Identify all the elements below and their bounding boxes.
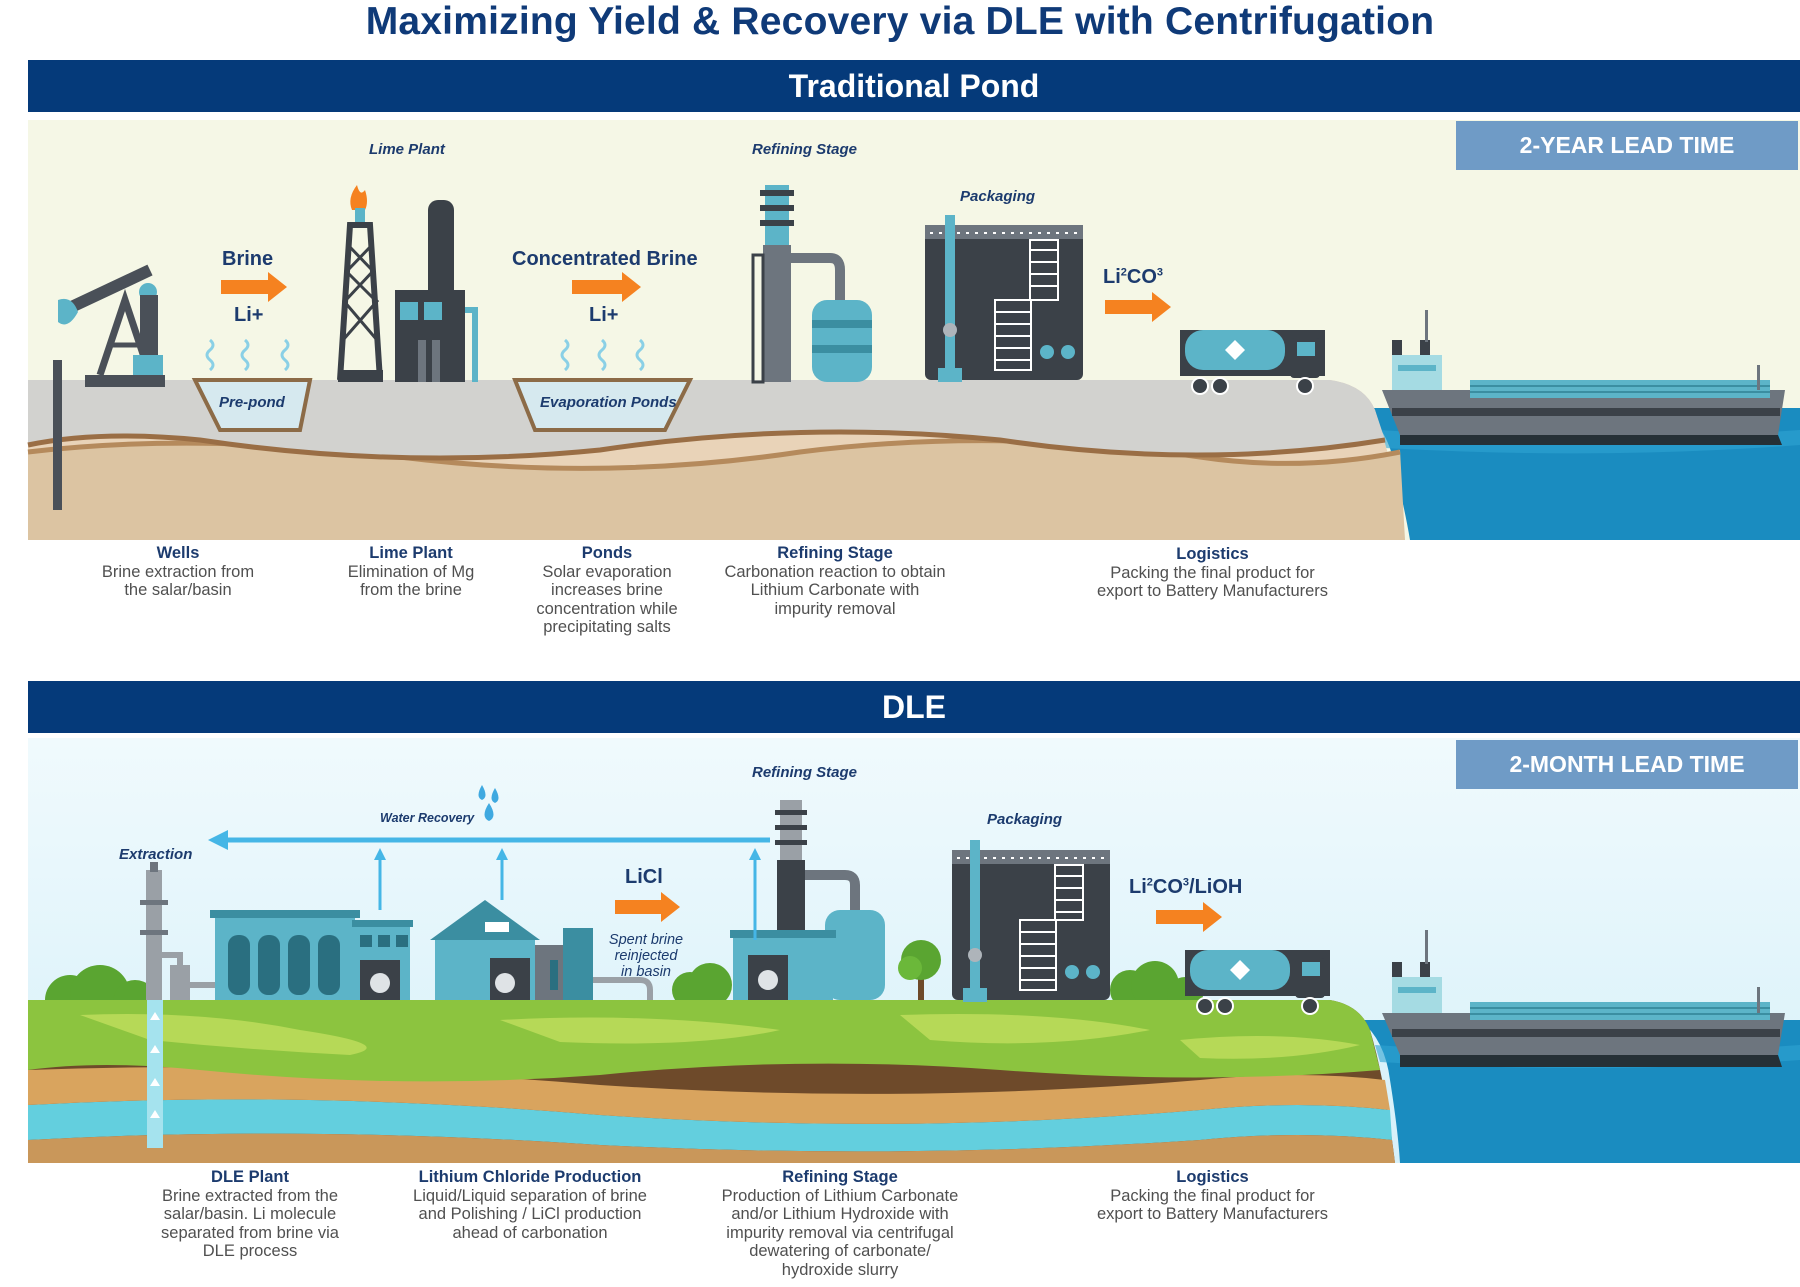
dle-product-label: Li2CO3/LiOH [1129, 876, 1243, 898]
product-label: Li2CO3 [1103, 266, 1164, 288]
tree-icon [898, 940, 941, 1000]
water-recovery-label: Water Recovery [380, 811, 475, 825]
caption-dle-plant: DLE Plant Brine extracted from the salar… [161, 1168, 339, 1260]
aquifer-layer [28, 1099, 1392, 1152]
lime-plant-label: Lime Plant [369, 141, 445, 158]
flow-arrow-icon [615, 892, 1222, 932]
licl-plant-icon [430, 900, 593, 1000]
cargo-ship-icon [1382, 310, 1785, 445]
brine-label: Brine [222, 248, 274, 270]
storage-tank-icon [925, 215, 1083, 382]
extraction-tower-icon [140, 862, 190, 1000]
water-recovery-arrow-icon [208, 830, 770, 940]
caption-refining: Refining Stage Carbonation reaction to o… [724, 544, 946, 618]
tanker-truck-icon [1185, 950, 1330, 1015]
packaging-label: Packaging [960, 188, 1036, 205]
evaporation-ponds-label: Evaporation Ponds [540, 394, 677, 411]
caption-licl-production: Lithium Chloride Production Liquid/Liqui… [413, 1168, 647, 1242]
tanker-truck-icon [1180, 330, 1325, 395]
concentrated-brine-label: Concentrated Brine [512, 248, 698, 270]
flow-arrow-icon [221, 272, 1171, 322]
evaporation-pond [512, 378, 694, 432]
pre-pond-label: Pre-pond [219, 394, 285, 411]
li-ion-label-2: Li+ [589, 304, 619, 326]
caption-lime-plant: Lime Plant Elimination of Mg from the br… [347, 544, 475, 599]
pumpjack-icon [58, 264, 165, 387]
refinery-icon [730, 800, 885, 1000]
water-drop-icon [478, 785, 499, 821]
caption-wells: Wells Brine extraction from the salar/ba… [101, 544, 255, 599]
caption-ponds: Ponds Solar evaporation increases brine … [536, 544, 678, 636]
page-title: Maximizing Yield & Recovery via DLE with… [365, 0, 1435, 43]
pre-pond [191, 378, 313, 432]
extraction-label: Extraction [119, 846, 193, 863]
steam-icon [205, 338, 645, 372]
dle-packaging-label: Packaging [987, 811, 1063, 828]
gravel-layer [28, 380, 1385, 458]
traditional-pond-header: Traditional Pond [28, 60, 1800, 112]
refinery-icon [751, 185, 872, 384]
extraction-pipe [147, 1000, 163, 1148]
cargo-ship-icon [1382, 930, 1785, 1067]
storage-tank-icon [952, 840, 1110, 1002]
caption-dle-logistics: Logistics Packing the final product for … [1096, 1168, 1329, 1223]
dle-lead-time-badge: 2-MONTH LEAD TIME [1456, 740, 1798, 789]
caption-dle-refining: Refining Stage Production of Lithium Car… [721, 1168, 959, 1279]
refining-stage-label: Refining Stage [752, 141, 858, 158]
dle-plant-icon [210, 910, 413, 1000]
li-ion-label: Li+ [234, 304, 264, 326]
traditional-lead-time-badge: 2-YEAR LEAD TIME [1456, 121, 1798, 170]
lime-plant-icon [337, 185, 478, 382]
spent-brine-label: Spent brine reinjected in basin [608, 932, 684, 980]
caption-logistics: Logistics Packing the final product for … [1096, 545, 1329, 600]
licl-label: LiCl [625, 866, 663, 888]
well-pipe [53, 360, 62, 510]
dle-header: DLE [28, 681, 1800, 733]
dle-refining-stage-label: Refining Stage [752, 764, 858, 781]
